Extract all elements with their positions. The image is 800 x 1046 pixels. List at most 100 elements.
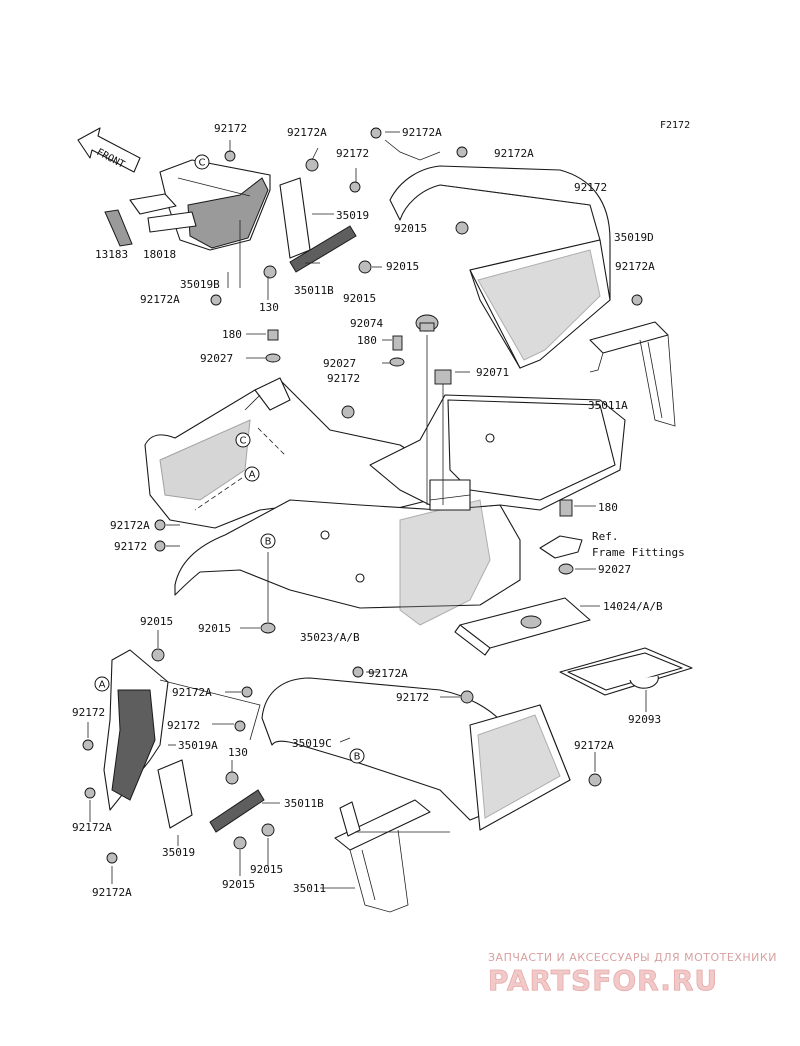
part-label: 35019A [178, 739, 218, 752]
bolt-icon [263, 265, 277, 279]
part-label: 92172A [172, 686, 212, 699]
part-label: 35011B [294, 284, 334, 297]
leader-lines-top [227, 131, 441, 300]
figure-code: F2172 [660, 120, 690, 131]
svg-text:B: B [265, 537, 272, 548]
part-label: 35023/A/B [300, 631, 360, 644]
bracket-icon [539, 535, 583, 559]
part-label: 92015 [386, 260, 419, 273]
mudguard-35019 [279, 177, 311, 259]
part-label: 180 [357, 334, 377, 347]
ref-frame-label: Frame Fittings [592, 546, 685, 559]
bolt-icon [84, 787, 96, 799]
part-label: 92027 [200, 352, 233, 365]
callout-a-low: A [94, 676, 110, 692]
part-label: 180 [222, 328, 242, 341]
bolt-icon [392, 335, 403, 351]
bolt-icon [460, 690, 474, 704]
part-label: 92172A [574, 739, 614, 752]
plate-13183 [104, 209, 133, 247]
svg-text:B: B [354, 752, 361, 763]
callout-a-mid: A [244, 466, 260, 482]
bolt-icon [559, 499, 573, 517]
part-label: 180 [598, 501, 618, 514]
bolt-icon [224, 150, 236, 162]
watermark-tagline: ЗАПЧАСТИ И АКСЕССУАРЫ ДЛЯ МОТОТЕХНИКИ [488, 951, 777, 964]
ref-label: Ref. [592, 530, 619, 543]
main-fender-35023 [174, 394, 626, 626]
part-label: 92172A [110, 519, 150, 532]
front-arrow-icon: FRONT [77, 127, 141, 173]
part-label: 92172A [72, 821, 112, 834]
mudguard-35019-low [157, 759, 193, 829]
part-label: 35011B [284, 797, 324, 810]
washer-icon [558, 563, 574, 575]
bolt-icon [154, 540, 166, 552]
bolt-icon [341, 405, 355, 419]
bolt-icon [352, 666, 364, 678]
bolt-icon [456, 146, 468, 158]
bolt-icon [305, 158, 319, 172]
part-label: 13183 [95, 248, 128, 261]
part-label: 18018 [143, 248, 176, 261]
part-label: 92015 [198, 622, 231, 635]
rear-bracket-35011a [589, 321, 676, 427]
bolt-icon [82, 739, 94, 751]
part-label: 92172A [402, 126, 442, 139]
part-label: 92172 [327, 372, 360, 385]
nut-icon [261, 823, 275, 837]
callout-b-low: B [349, 748, 365, 764]
part-label: 92027 [598, 563, 631, 576]
bolt-icon [234, 720, 246, 732]
part-label: 35019D [614, 231, 654, 244]
part-label: 35019C [292, 737, 332, 750]
bolt-icon [106, 852, 118, 864]
cover-14024 [454, 597, 591, 656]
part-label: 92015 [250, 863, 283, 876]
part-label: 92172 [72, 706, 105, 719]
nut-icon [260, 622, 276, 634]
svg-text:A: A [99, 680, 106, 691]
callout-c-mid: C [235, 432, 251, 448]
part-label: 92015 [140, 615, 173, 628]
part-label: 92074 [350, 317, 383, 330]
nut-icon [455, 221, 469, 235]
part-label: 92172A [368, 667, 408, 680]
part-label: 92015 [394, 222, 427, 235]
front-mudguard-bracket [159, 159, 271, 251]
rear-plate-18018 [129, 193, 197, 233]
part-label: 130 [259, 301, 279, 314]
part-label: 92172 [167, 719, 200, 732]
cap-92074-icon [415, 314, 439, 332]
strip-35011b-top [289, 225, 357, 273]
nut-icon [358, 260, 372, 274]
part-label: 35019B [180, 278, 220, 291]
bolt-icon [210, 294, 222, 306]
bolt-icon [241, 686, 253, 698]
watermark-brand: PARTSFOR.RU [488, 964, 718, 997]
callout-c-top: C [194, 154, 210, 170]
part-label: 92172A [140, 293, 180, 306]
part-label: 92172 [114, 540, 147, 553]
part-label: 92172A [92, 886, 132, 899]
callout-b-mid: B [260, 533, 276, 549]
rear-bracket-35011 [334, 799, 431, 913]
nut-icon [233, 836, 247, 850]
part-label: 14024/A/B [603, 600, 663, 613]
front-mudguard-35019a [103, 649, 169, 811]
part-label: 92172 [396, 691, 429, 704]
part-label: 92027 [323, 357, 356, 370]
nut-icon [151, 648, 165, 662]
bolt-icon [154, 519, 166, 531]
rear-fender-35019c [261, 677, 571, 831]
grommet-92071-icon [434, 369, 452, 385]
part-label: 35019 [162, 846, 195, 859]
bolt-icon [588, 773, 602, 787]
part-label: 92172 [336, 147, 369, 160]
strip-35011b-low [209, 789, 265, 833]
part-label: 35011A [588, 399, 628, 412]
part-label: 35019 [336, 209, 369, 222]
svg-text:C: C [240, 436, 247, 447]
part-label: 92093 [628, 713, 661, 726]
